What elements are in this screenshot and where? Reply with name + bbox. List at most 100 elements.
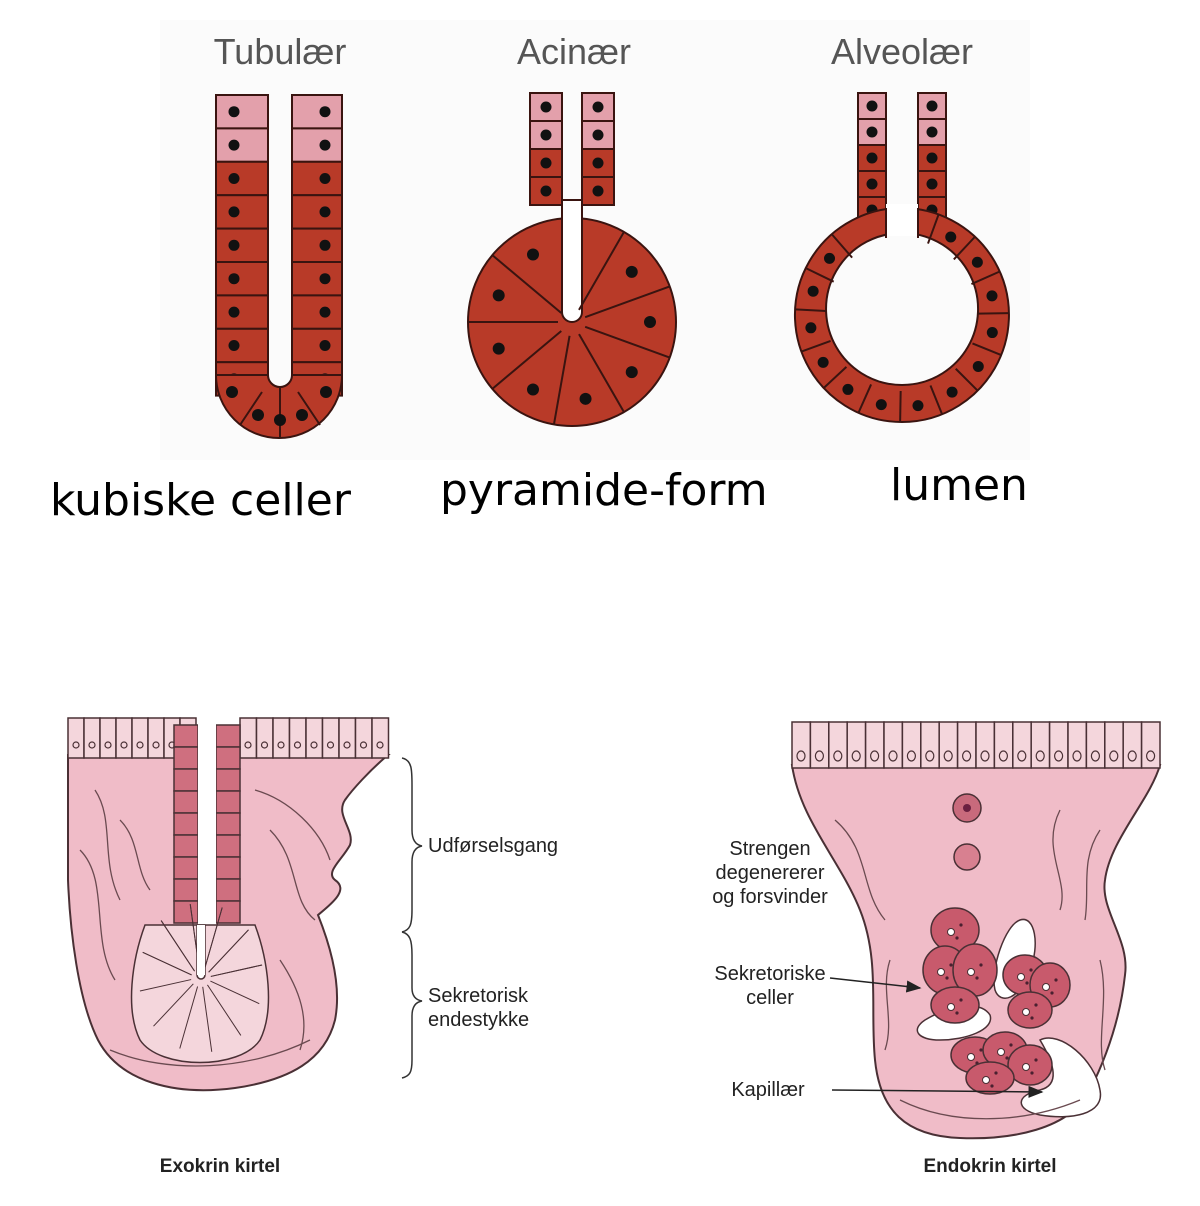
label-secretory-line2: endestykke [428,1009,529,1031]
duct-cell [215,856,241,880]
nucleus [319,273,331,285]
connective-fiber [79,849,116,981]
alveolar-gland: Alveolær [794,31,1010,423]
secretory-granule [1030,1071,1034,1075]
nucleus [274,414,286,426]
epithelial-cell [215,294,269,330]
surface-epithelial-cell [67,717,85,759]
nucleus [961,750,972,762]
alveolar-cell-border [899,390,902,423]
exocrine-surface-epithelium [67,717,390,759]
label-secretory-cells-line1: Sekretoriske [714,963,825,985]
exocrine-title: Exokrin kirtel [160,1156,280,1177]
nucleus [926,178,938,190]
caption-tubular: kubiske celler [50,475,352,526]
secretory-granule [1017,973,1025,981]
secretory-granule [949,963,953,967]
alveolar-title: Alveolær [831,31,973,72]
endocrine-title: Endokrin kirtel [923,1156,1056,1177]
duct-cell [173,768,199,792]
secretory-granule [979,1048,983,1052]
secretory-granule [1030,1016,1034,1020]
secretory-granule [1005,1056,1009,1060]
label-duct: Udførselsgang [428,835,558,857]
alveolar-cell-border [831,233,853,259]
nucleus [120,741,128,749]
nucleus [136,741,144,749]
pointer-secretory-cells [829,977,922,993]
endocrine-secretory-cells [922,907,1071,1095]
epithelial-cell [291,261,343,297]
alveolar-cell-border [857,384,873,414]
nucleus [980,750,990,762]
secretory-granule [955,1011,959,1015]
surface-epithelial-cell [147,717,165,759]
nucleus [875,399,887,411]
connective-fiber [279,959,305,1051]
pointer-capillary [831,1085,1044,1098]
epithelial-cell [215,227,269,264]
secretory-granule [1022,1008,1030,1016]
alveolar-cell-border [971,270,1001,286]
secretory-granule [1034,1003,1038,1007]
secretory-granule [982,1076,990,1084]
nucleus [319,106,331,118]
secretory-granule [945,976,949,980]
exocrine-duct-cells [173,718,241,928]
alveolar-cell-border [972,342,1002,357]
exocrine-endpiece-cell-borders [139,904,263,1052]
duct-cell [173,900,199,924]
epithelial-cell [215,261,269,297]
nucleus [972,360,984,372]
pyramid-cell-border [491,254,562,314]
nucleus [946,386,958,398]
nucleus [805,322,817,334]
duct-cell [215,900,241,924]
alveolar-cell-border [955,368,979,392]
alveolar-cell-border [977,312,1010,315]
endocrine-gland: Strengen degenererer og forsvinder Sekre… [712,721,1162,1177]
nucleus [319,206,331,218]
surface-epithelial-cell [305,717,324,759]
nucleus [88,741,96,749]
nucleus [592,101,604,113]
secretory-granule [947,928,955,936]
label-secretory-line1: Sekretorisk [428,985,529,1007]
secretory-granule [967,968,975,976]
endpiece-cell-border [208,929,249,973]
pyramid-cell-border [584,325,671,359]
endpiece-cell-border [202,986,213,1052]
connective-fiber [834,819,886,921]
alveolar-cell-border [953,236,976,261]
secretory-granule [1022,1063,1030,1071]
alveolar-duct-right [917,92,947,224]
epithelial-cell [291,94,343,130]
connective-fiber [269,829,316,921]
nucleus [252,409,264,421]
nucleus [1035,750,1045,762]
surface-epithelial-cell [354,717,373,759]
surface-epithelial-cell [255,717,274,759]
secretory-granule [959,998,963,1002]
degenerating-strand-cell [953,843,981,871]
alveolar-cell-border [805,267,835,283]
nucleus [319,239,331,251]
nucleus [376,741,384,749]
label-strand-line1: Strengen [729,838,810,860]
bracket-duct [401,757,423,933]
connective-fiber [94,789,121,901]
exocrine-secretory-endpiece [130,924,270,1064]
surface-epithelial-cell [272,717,291,759]
nucleus [319,306,331,318]
tubular-u-divider [239,391,263,426]
endpiece-cell-border [139,979,192,992]
secretory-granule [990,1084,994,1088]
nucleus [592,157,604,169]
secretory-granule [994,1071,998,1075]
duct-lumen [198,718,216,928]
alveolar-cell-border [801,340,831,353]
endpiece-cell-border [203,907,223,970]
nucleus [592,129,604,141]
label-capillary: Kapillær [731,1079,805,1101]
nucleus [228,106,240,118]
